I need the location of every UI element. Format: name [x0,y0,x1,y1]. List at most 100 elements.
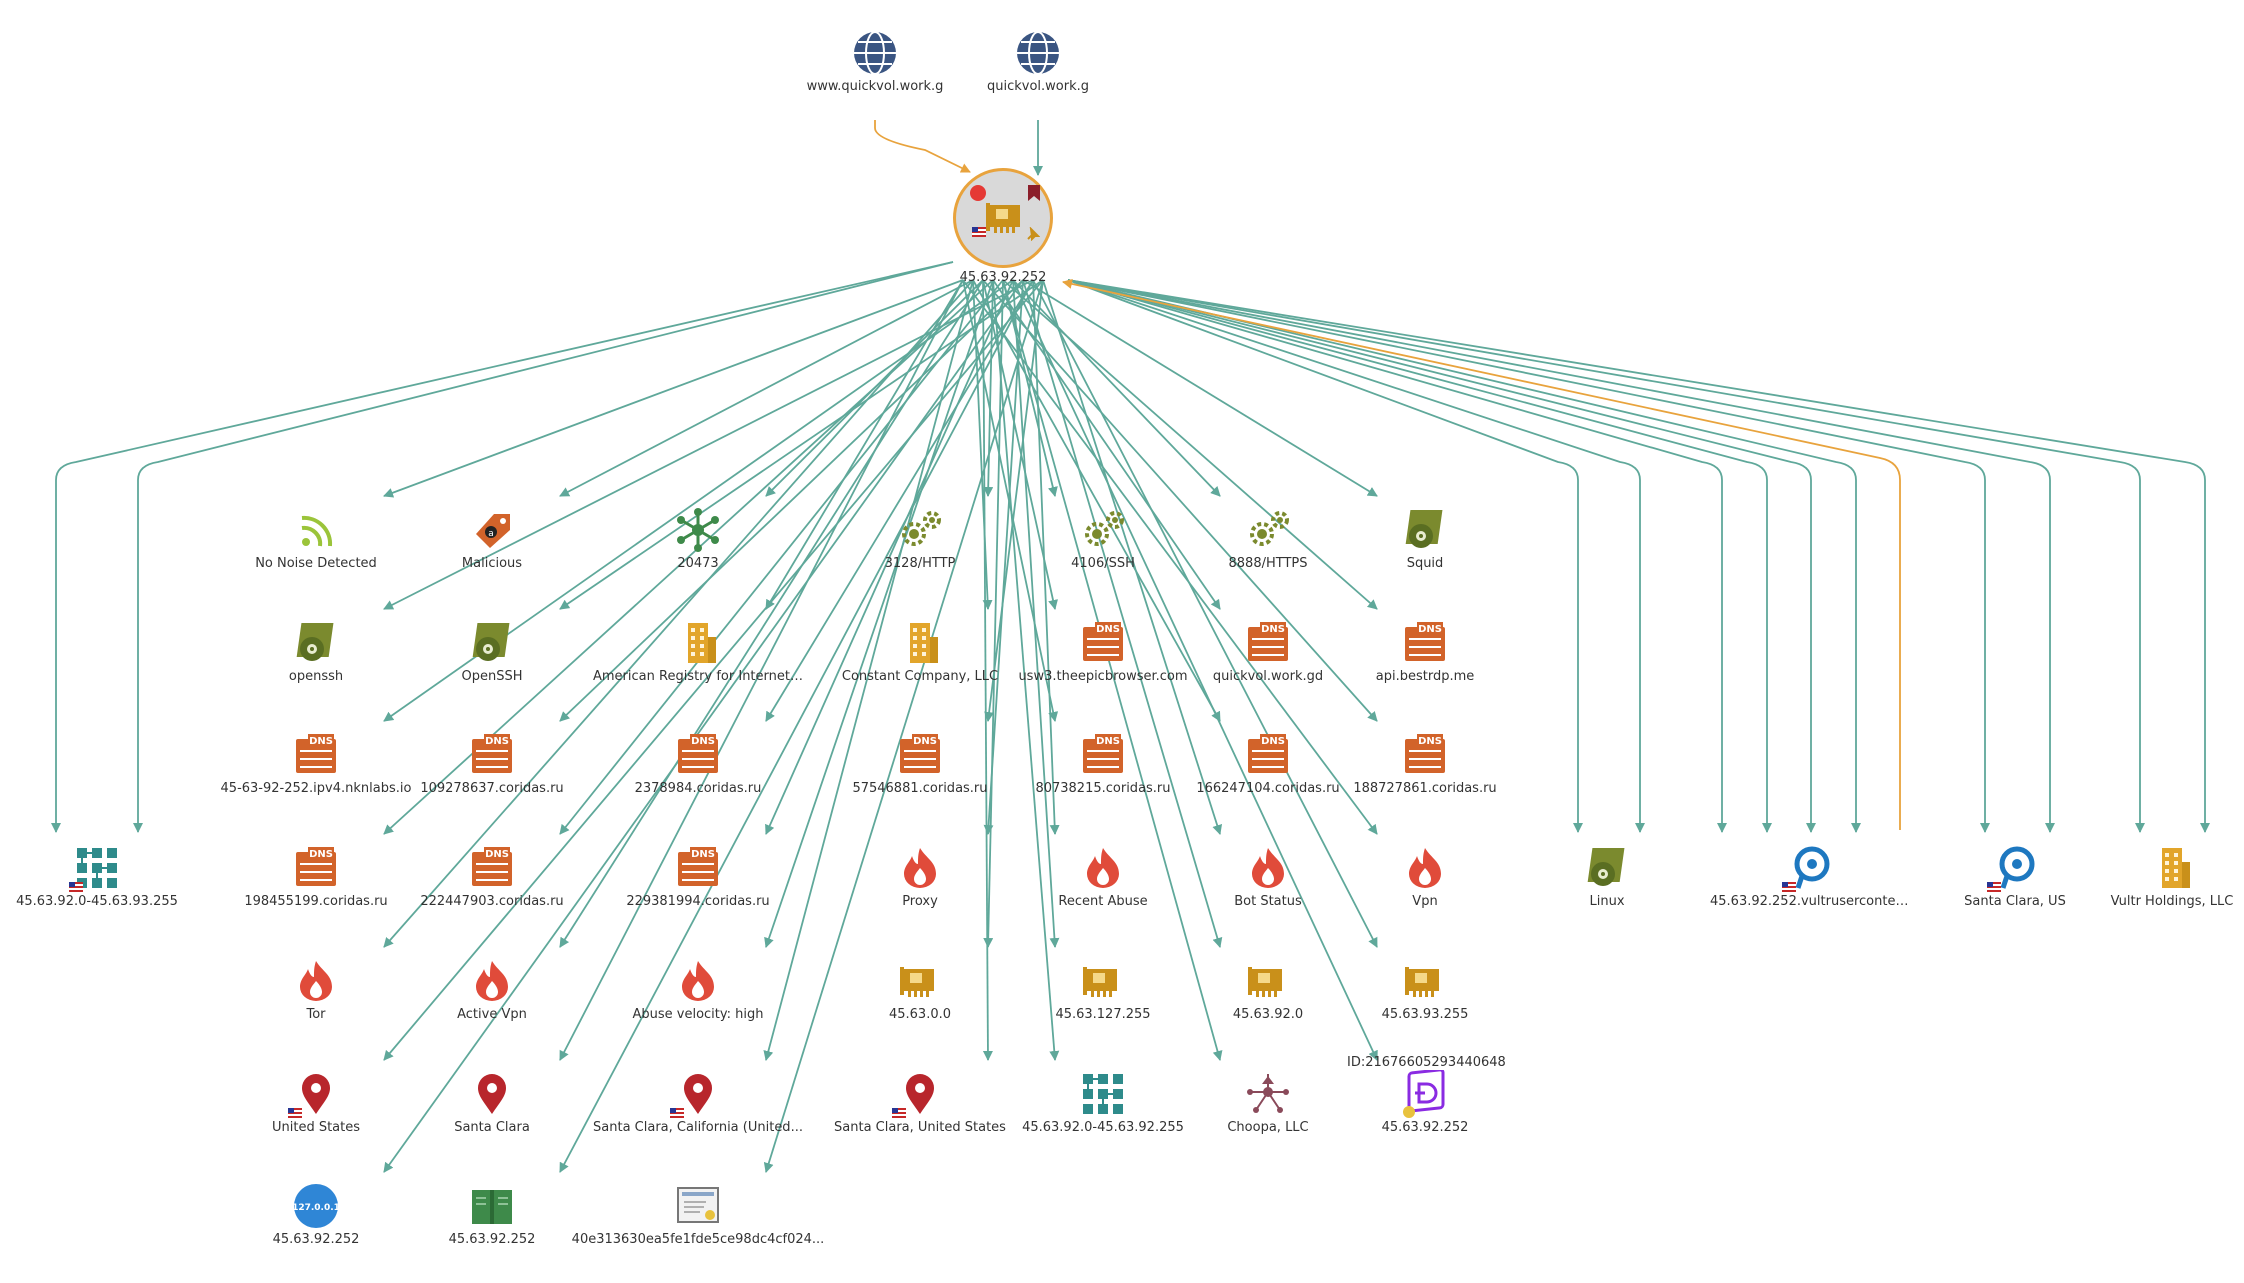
graph-node-abusevel[interactable]: Abuse velocity: high [598,957,798,1023]
graph-node-linux[interactable]: Linux [1507,844,1707,910]
edge-to-right-3 [1067,279,1772,833]
graph-node-222447903[interactable]: DNS 222447903.coridas.ru [392,844,592,910]
graph-node-109278637[interactable]: DNS 109278637.coridas.ru [392,731,592,797]
edge-to-right-6 [1067,279,1990,833]
graph-node-ident[interactable]: 45.63.92.252 [1325,1070,1525,1136]
us-flag-icon [288,1108,302,1118]
graph-node-tor[interactable]: Tor [216,957,416,1023]
edge-to-right-8 [1067,279,2145,833]
graph-node-quickvolgd[interactable]: DNS quickvol.work.gd [1168,619,1368,685]
dns-icon: DNS [1405,734,1445,773]
edge-ip2 [1012,279,1060,948]
building-icon [688,623,716,663]
graph-node-166247104[interactable]: DNS 166247104.coridas.ru [1168,731,1368,797]
node-label: Squid [1406,556,1444,571]
graph-node-activevpn[interactable]: Active Vpn [392,957,592,1023]
graph-node-nkn[interactable]: DNS 45-63-92-252.ipv4.nknlabs.io [206,731,426,797]
graph-node-ip1[interactable]: 45.63.0.0 [820,957,1020,1023]
graph-node-center[interactable]: 45.63.92.252 [903,168,1103,286]
dns-icon: DNS [296,847,336,886]
graph-node-g1[interactable]: www.quickvol.work.g [775,29,975,95]
graph-node-20473[interactable]: 20473 [598,506,798,572]
dns-icon: DNS [1083,622,1123,661]
node-label: 229381994.coridas.ru [626,894,770,909]
graph-node-santaclaraus[interactable]: Santa Clara, US [1915,844,2115,910]
graph-node-nonoise[interactable]: No Noise Detected [216,506,416,572]
graph-node-range1[interactable]: 45.63.92.0-45.63.93.255 [2,844,192,910]
graph-node-80738215[interactable]: DNS 80738215.coridas.ru [1003,731,1203,797]
graph-node-cert[interactable]: 40e313630ea5fe1fde5ce98dc4cf024... [568,1182,828,1248]
graph-node-57546881[interactable]: DNS 57546881.coridas.ru [820,731,1020,797]
edge-us [383,279,1044,1061]
graph-node-squid[interactable]: Squid [1325,506,1525,572]
graph-node-bestrdp[interactable]: DNS api.bestrdp.me [1325,619,1525,685]
building-icon [910,623,938,663]
node-label: 198455199.coridas.ru [244,894,388,909]
node-label: Santa Clara, California (United... [593,1120,803,1135]
graph-node-229381994[interactable]: DNS 229381994.coridas.ru [598,844,798,910]
dns-icon: DNS [296,734,336,773]
edge-to-right-1 [1067,279,1645,833]
graph-node-choopa[interactable]: Choopa, LLC [1168,1070,1368,1136]
graph-node-OpenSSH[interactable]: OpenSSH [392,619,592,685]
edge-109278637 [559,279,1024,722]
node-label: 188727861.coridas.ru [1353,781,1497,796]
us-flag-icon [69,882,83,892]
graph-node-arin[interactable]: American Registry for Internet ... [593,619,803,685]
node-label: United States [271,1120,361,1135]
graph-node-3128[interactable]: 3128/HTTP [820,506,1020,572]
graph-node-ip2[interactable]: 45.63.127.255 [1003,957,1203,1023]
graph-node-book[interactable]: 45.63.92.252 [392,1182,592,1248]
graph-node-vultr[interactable]: Vultr Holdings, LLC [2107,844,2237,910]
node-label: openssh [288,669,344,684]
graph-node-botstatus[interactable]: Bot Status [1168,844,1368,910]
localhost-icon: 127.0.0.1 [292,1184,340,1228]
graph-node-openssh[interactable]: openssh [216,619,416,685]
graph-node-ip3[interactable]: 45.63.92.0 [1168,957,1368,1023]
graph-node-g2[interactable]: quickvol.work.g [938,29,1138,95]
graph-node-scca[interactable]: Santa Clara, California (United... [583,1070,813,1136]
identity-icon [1403,1070,1445,1118]
graph-node-usw3[interactable]: DNS usw3.theepicbrowser.com [998,619,1208,685]
edge-OpenSSH [559,279,1044,610]
graph-node-2378984[interactable]: DNS 2378984.coridas.ru [598,731,798,797]
node-label: api.bestrdp.me [1375,669,1475,684]
graph-node-vultrhost[interactable]: 45.63.92.252.vultrusercontent.c... [1710,844,1910,910]
dns-icon: DNS [472,734,512,773]
node-label: No Noise Detected [255,556,377,571]
graph-node-4106[interactable]: 4106/SSH [1003,506,1203,572]
graph-node-188727861[interactable]: DNS 188727861.coridas.ru [1325,731,1525,797]
graph-node-vpn[interactable]: Vpn [1325,844,1525,910]
dns-icon: DNS [900,734,940,773]
us-flag-icon [972,227,986,237]
graph-node-scus[interactable]: Santa Clara, United States [820,1070,1020,1136]
edge-ident [1012,279,1378,1061]
edge-arin [765,279,964,610]
graph-node-8888[interactable]: 8888/HTTPS [1168,506,1368,572]
edge-squid [1022,279,1378,497]
location-icon [1794,846,1830,889]
node-label: 57546881.coridas.ru [852,781,988,796]
graph-node-198455199[interactable]: DNS 198455199.coridas.ru [216,844,416,910]
fire-icon [300,961,332,1001]
graph-node-recentabuse[interactable]: Recent Abuse [1003,844,1203,910]
graph-node-ip4[interactable]: 45.63.93.255 [1325,957,1525,1023]
node-label: Santa Clara [454,1120,530,1135]
edge-choopa [1002,279,1223,1061]
graph-node-santaclara[interactable]: Santa Clara [392,1070,592,1136]
graph-node-proxy[interactable]: Proxy [820,844,1020,910]
graph-node-localhost[interactable]: 127.0.0.1 45.63.92.252 [216,1182,416,1248]
graph-node-us[interactable]: United States [216,1070,416,1136]
graph-node-constant[interactable]: Constant Company, LLC [820,619,1020,685]
gears-icon [1250,511,1289,546]
edge-ip3 [1022,279,1223,948]
graph-node-malicious[interactable]: a Malicious [392,506,592,572]
edge-to-range-left-0 [51,261,954,833]
graph-node-range2[interactable]: 45.63.92.0-45.63.92.255 [1008,1070,1198,1136]
us-flag-icon [892,1108,906,1118]
edge-to-right-2 [1067,279,1727,833]
edge-localhost [383,279,1024,1173]
edge-ip4 [1032,279,1378,948]
svg-text:DNS: DNS [1096,736,1120,747]
us-flag-icon [1987,882,2001,892]
